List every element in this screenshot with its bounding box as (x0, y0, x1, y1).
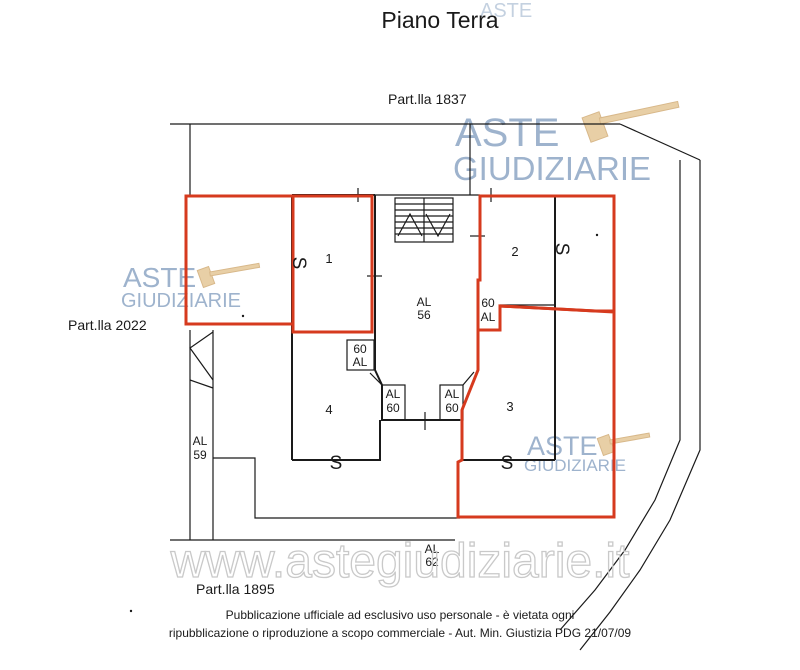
page-title: Piano Terra (381, 7, 498, 33)
north-east-boundary-line (619, 123, 701, 161)
watermark-aste-text: ASTE (527, 431, 598, 461)
unit-2-number: 2 (511, 244, 518, 259)
watermark-aste-text: ASTE (480, 0, 532, 22)
parcel-north-label: Part.lla 1837 (388, 91, 467, 107)
west-tick (189, 379, 214, 389)
watermark-giudiziarie-text: GIUDIZIARIE (524, 456, 626, 475)
watermark-giudiziarie-text: GIUDIZIARIE (453, 150, 651, 187)
s-label: S (288, 257, 309, 270)
gavel-icon (581, 100, 680, 143)
common-area-label: AL (445, 387, 460, 401)
unit-1-outline (291, 194, 374, 334)
common-area-label: AL (386, 387, 401, 401)
watermark-site-url: www.astegiudiziarie.it (170, 535, 630, 588)
gavel-icon (196, 262, 261, 289)
watermark-right: ASTE GIUDIZIARIE (524, 431, 651, 475)
common-area-label: 59 (193, 448, 207, 462)
common-area-label: 56 (417, 308, 431, 322)
common-area-label: AL (425, 542, 440, 556)
s-label: S (551, 243, 572, 256)
unit-3-outline (456, 304, 616, 519)
footer-line-2: ripubblicazione o riproduzione a scopo c… (169, 626, 632, 640)
watermark-header: ASTE (480, 0, 532, 22)
stair-direction (397, 212, 423, 237)
common-area-label: AL (481, 310, 496, 324)
watermark-aste-text: ASTE (455, 111, 559, 155)
common-area-label: 60 (386, 401, 400, 415)
east-boundary-inner-line (559, 160, 681, 631)
niche-al60-left (381, 384, 406, 421)
s-label: S (501, 453, 514, 474)
door-swing (369, 372, 383, 386)
watermark-left: ASTE GIUDIZIARIE (121, 262, 261, 312)
s-label: S (330, 453, 343, 474)
highlighted-units (184, 194, 616, 519)
courtyard-line (213, 457, 460, 519)
footer-line-1: Pubblicazione ufficiale ad esclusivo uso… (226, 608, 575, 622)
stair-steps (395, 203, 453, 235)
parcel-west-label: Part.lla 2022 (68, 317, 147, 333)
common-area-label: 60 (481, 296, 495, 310)
common-area-label: 62 (425, 555, 439, 569)
watermark-giudiziarie-text: GIUDIZIARIE (121, 290, 241, 312)
parcel-south-label: Part.lla 1895 (196, 581, 275, 597)
watermark-top: ASTE GIUDIZIARIE (453, 100, 680, 187)
common-area-label: AL (417, 295, 432, 309)
east-boundary-line (579, 160, 701, 651)
common-area-label: AL (193, 434, 208, 448)
stair-direction (425, 213, 451, 238)
unit-3-number: 3 (506, 399, 513, 414)
gavel-icon (596, 432, 651, 457)
common-area-label: 60 (353, 342, 367, 356)
marker-dot (595, 233, 599, 237)
niche-60al-left (346, 339, 375, 371)
common-area-label: AL (353, 355, 368, 369)
unit-1-number: 1 (325, 251, 332, 266)
marker-dot (129, 609, 133, 613)
staircase (394, 197, 454, 243)
site-boundaries (170, 123, 701, 651)
west-stair-mark (189, 331, 214, 381)
door-swing (462, 371, 475, 386)
common-area-label: 60 (445, 401, 459, 415)
marker-dot (241, 314, 245, 318)
watermark-aste-text: ASTE (123, 262, 196, 293)
niche-al60-right (439, 384, 464, 421)
unit-4-number: 4 (325, 402, 332, 417)
